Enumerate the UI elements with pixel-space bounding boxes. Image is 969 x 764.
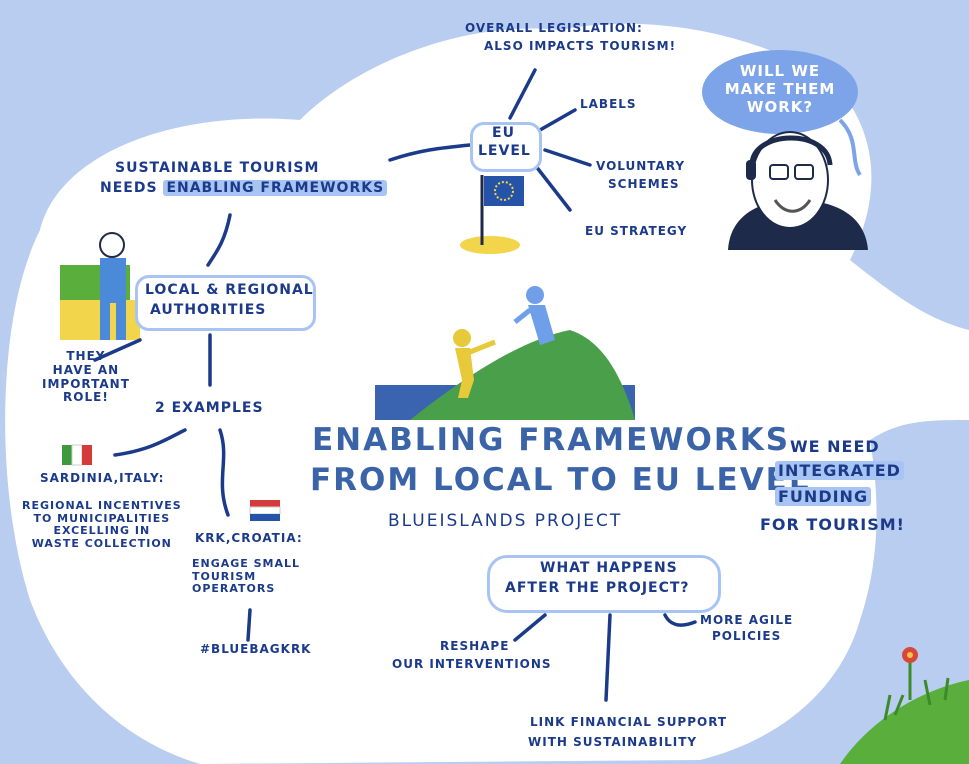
arrow-to-labels bbox=[538, 108, 577, 132]
eu-box-line1: EU bbox=[492, 125, 515, 141]
arrow-to-reshape bbox=[513, 613, 547, 642]
question-line1: WHAT HAPPENS bbox=[540, 560, 678, 576]
legislation-line1: OVERALL LEGISLATION: bbox=[465, 21, 643, 35]
project-name: BLUEISLANDS PROJECT bbox=[388, 511, 623, 531]
krk-line: OPERATORS bbox=[192, 582, 276, 596]
arrow-to-hashtag bbox=[246, 608, 252, 642]
role-line: HAVE AN bbox=[52, 362, 120, 377]
funding-line3: FUNDING bbox=[775, 487, 872, 506]
legislation-line2: ALSO IMPACTS TOURISM! bbox=[484, 39, 677, 53]
question-box bbox=[487, 555, 721, 613]
authorities-box bbox=[135, 275, 316, 331]
funding-line4: FOR TOURISM! bbox=[760, 515, 905, 534]
island-scene bbox=[375, 286, 635, 420]
arrow-to-agile bbox=[663, 613, 697, 627]
flower-icon bbox=[883, 647, 950, 721]
speech-bubble bbox=[702, 50, 862, 177]
agile-line2: POLICIES bbox=[712, 629, 782, 643]
blue-helper-figure bbox=[513, 286, 555, 345]
sardinia-line: WASTE COLLECTION bbox=[31, 536, 172, 550]
sardinia-line: EXCELLING IN bbox=[53, 524, 151, 538]
bubble-line1: WILL WE bbox=[739, 62, 821, 80]
sardinia-line: TO MUNICIPALITIES bbox=[33, 511, 171, 525]
funding-line3-wrap: FUNDING bbox=[775, 487, 872, 506]
eu-box-line2: LEVEL bbox=[478, 143, 531, 159]
arrow-to-authorities bbox=[206, 213, 232, 267]
krk-title: KRK,CROATIA: bbox=[195, 531, 303, 545]
question-line2: AFTER THE PROJECT? bbox=[505, 580, 690, 596]
main-title-line2: FROM LOCAL TO EU LEVEL bbox=[310, 462, 811, 498]
sardinia-title: SARDINIA,ITALY: bbox=[40, 471, 165, 485]
role-line: IMPORTANT bbox=[42, 376, 130, 391]
arrow-to-eu bbox=[388, 143, 472, 162]
link-line2: WITH SUSTAINABILITY bbox=[528, 735, 698, 749]
croatia-flag-icon bbox=[249, 500, 281, 521]
role-line: ROLE! bbox=[63, 390, 109, 405]
eu-flag-icon bbox=[460, 175, 524, 254]
arrow-to-krk bbox=[218, 428, 230, 517]
main-title-line1: ENABLING FRAMEWORKS bbox=[312, 422, 791, 458]
reshape-line1: RESHAPE bbox=[440, 639, 510, 653]
link-line1: LINK FINANCIAL SUPPORT bbox=[530, 715, 728, 729]
arrow-to-sardinia bbox=[113, 428, 187, 457]
person-avatar bbox=[728, 131, 868, 250]
voluntary-line2: SCHEMES bbox=[608, 177, 680, 191]
hashtag-text: #BLUEBAGKRK bbox=[200, 642, 312, 656]
yellow-climber-figure bbox=[453, 329, 496, 398]
krk-line: TOURISM bbox=[192, 569, 257, 583]
eu-strategy-text: EU STRATEGY bbox=[585, 224, 688, 238]
examples-heading: 2 EXAMPLES bbox=[155, 400, 264, 416]
arrow-to-voluntary bbox=[543, 148, 592, 167]
voluntary-line1: VOLUNTARY bbox=[596, 159, 686, 173]
agile-line1: MORE AGILE bbox=[700, 613, 794, 627]
funding-line2: INTEGRATED bbox=[775, 461, 904, 480]
funding-line2-wrap: INTEGRATED bbox=[775, 461, 904, 480]
authorities-line2: AUTHORITIES bbox=[150, 302, 267, 318]
eu-level-box bbox=[470, 122, 542, 172]
needs-word: NEEDS bbox=[100, 180, 158, 196]
role-line: THEY bbox=[66, 349, 106, 363]
authorities-line1: LOCAL & REGIONAL bbox=[145, 282, 314, 298]
main-statement-line2: NEEDS ENABLING FRAMEWORKS bbox=[100, 180, 388, 196]
speech-bubble-text: WILL WE MAKE THEM WORK? bbox=[716, 62, 844, 116]
arrow-to-legislation bbox=[508, 68, 537, 120]
sardinia-line: REGIONAL INCENTIVES bbox=[22, 499, 182, 512]
funding-line1: WE NEED bbox=[790, 437, 880, 456]
grass-patch bbox=[840, 680, 969, 764]
krk-description: ENGAGE SMALL TOURISM OPERATORS bbox=[192, 557, 301, 596]
main-statement-line1: SUSTAINABLE TOURISM bbox=[115, 160, 320, 176]
labels-text: LABELS bbox=[580, 97, 637, 111]
enabling-frameworks-highlight: ENABLING FRAMEWORKS bbox=[163, 180, 388, 196]
italy-flag-icon bbox=[62, 444, 92, 466]
role-note: THEY HAVE AN IMPORTANT ROLE! bbox=[42, 349, 130, 405]
bubble-line3: WORK? bbox=[746, 98, 814, 116]
arrow-to-role bbox=[93, 338, 142, 362]
arrow-to-link bbox=[604, 613, 612, 702]
standing-figure bbox=[60, 232, 140, 340]
reshape-line2: OUR INTERVENTIONS bbox=[392, 657, 552, 671]
krk-line: ENGAGE SMALL bbox=[192, 557, 301, 570]
sardinia-description: REGIONAL INCENTIVES TO MUNICIPALITIES EX… bbox=[22, 499, 182, 551]
arrows bbox=[93, 68, 697, 702]
arrow-to-strategy bbox=[533, 163, 572, 212]
bubble-line2: MAKE THEM bbox=[724, 80, 836, 98]
